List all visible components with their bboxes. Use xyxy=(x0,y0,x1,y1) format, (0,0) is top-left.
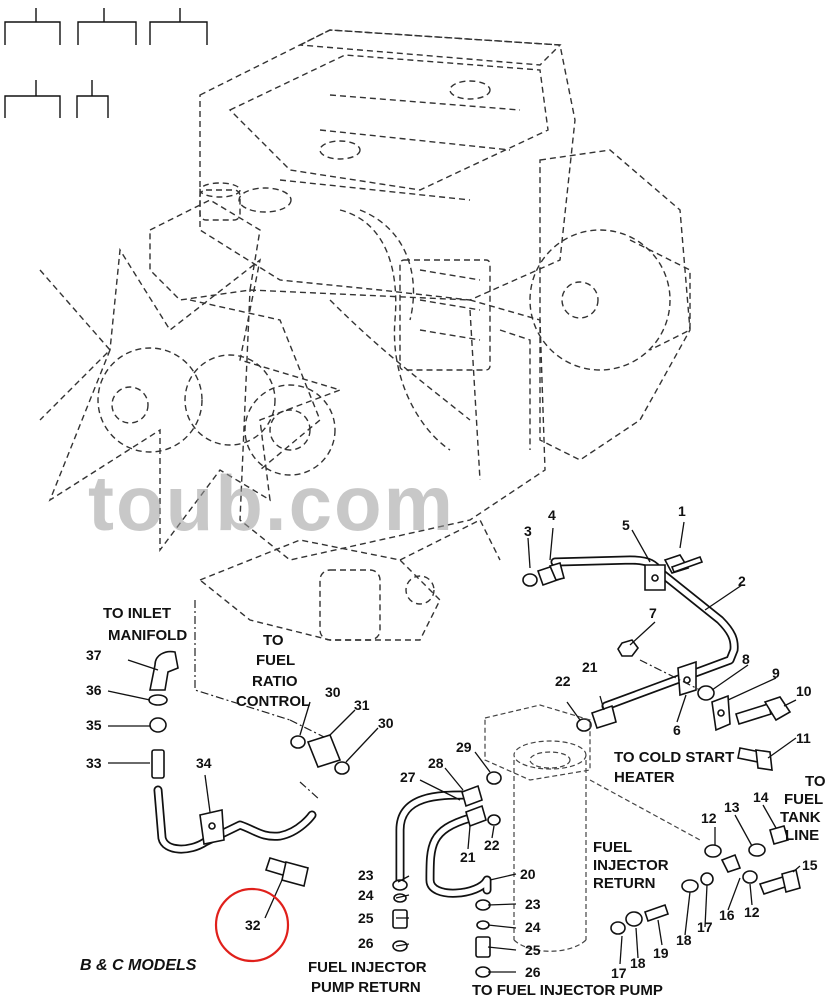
callout-37: 37 xyxy=(86,647,102,663)
svg-text:HEATER: HEATER xyxy=(614,769,675,786)
callout-29: 29 xyxy=(456,739,472,755)
svg-text:TANK: TANK xyxy=(780,809,821,826)
callout-32: 32 xyxy=(245,917,261,933)
callout-10: 10 xyxy=(796,683,812,699)
callout-26a: 26 xyxy=(358,935,374,951)
callout-26b: 26 xyxy=(525,964,541,980)
callout-34: 34 xyxy=(196,755,212,771)
callout-18a: 18 xyxy=(676,932,692,948)
callout-24a: 24 xyxy=(358,887,374,903)
leader-lines xyxy=(107,521,801,973)
svg-text:RATIO: RATIO xyxy=(252,673,298,690)
callout-28: 28 xyxy=(428,755,444,771)
svg-text:INJECTOR: INJECTOR xyxy=(593,857,669,874)
highlight-circle xyxy=(214,887,290,963)
callout-14: 14 xyxy=(753,789,769,805)
label-fuel-injector-return: FUEL INJECTOR RETURN xyxy=(593,839,669,892)
svg-text:TO: TO xyxy=(805,773,826,790)
header-brackets xyxy=(4,8,208,118)
svg-text:RETURN: RETURN xyxy=(593,875,656,892)
callout-30b: 30 xyxy=(378,715,394,731)
callout-22a: 22 xyxy=(555,673,571,689)
callout-17a: 17 xyxy=(697,919,713,935)
callout-1: 1 xyxy=(678,503,686,519)
label-models: B & C MODELS xyxy=(80,957,197,974)
label-to-inlet-manifold: TO INLET MANIFOLD xyxy=(103,605,187,644)
svg-text:LINE: LINE xyxy=(785,827,819,844)
engine-phantom xyxy=(39,29,691,641)
label-to-fuel-ratio-control: TO FUEL RATIO CONTROL xyxy=(236,632,310,710)
callout-27: 27 xyxy=(400,769,416,785)
callout-18b: 18 xyxy=(630,955,646,971)
callout-8: 8 xyxy=(742,651,750,667)
callout-35: 35 xyxy=(86,717,102,733)
callout-4: 4 xyxy=(548,507,556,523)
fuel-supply-line xyxy=(522,554,792,771)
callout-11: 11 xyxy=(796,730,811,746)
callout-25a: 25 xyxy=(358,910,374,926)
callout-24b: 24 xyxy=(525,919,541,935)
callout-7: 7 xyxy=(649,605,657,621)
callout-31: 31 xyxy=(354,697,370,713)
callout-6: 6 xyxy=(673,722,681,738)
callout-12b: 12 xyxy=(744,904,760,920)
callout-2: 2 xyxy=(738,573,746,589)
fuel-filter-phantom xyxy=(484,704,701,952)
callout-21b: 21 xyxy=(460,849,476,865)
callout-19: 19 xyxy=(653,945,669,961)
label-to-fuel-tank-line: TO FUEL TANK LINE xyxy=(780,773,826,844)
callout-33: 33 xyxy=(86,755,102,771)
svg-text:CONTROL: CONTROL xyxy=(236,693,310,710)
callout-3: 3 xyxy=(524,523,532,539)
callout-15: 15 xyxy=(802,857,818,873)
callout-20: 20 xyxy=(520,866,536,882)
callout-23a: 23 xyxy=(358,867,374,883)
svg-text:TO INLET: TO INLET xyxy=(103,605,171,622)
watermark: toub.com xyxy=(88,459,455,547)
svg-text:FUEL INJECTOR: FUEL INJECTOR xyxy=(308,959,427,976)
callout-13: 13 xyxy=(724,799,740,815)
svg-text:FUEL: FUEL xyxy=(256,652,295,669)
callout-21a: 21 xyxy=(582,659,598,675)
injector-pump-hoses xyxy=(392,771,502,978)
inlet-tube-assembly xyxy=(148,600,350,887)
svg-text:TO: TO xyxy=(263,632,284,649)
callout-25b: 25 xyxy=(525,942,541,958)
callout-9: 9 xyxy=(772,665,780,681)
callout-5: 5 xyxy=(622,517,630,533)
callout-30a: 30 xyxy=(325,684,341,700)
callout-23b: 23 xyxy=(525,896,541,912)
svg-text:FUEL: FUEL xyxy=(784,791,823,808)
svg-text:MANIFOLD: MANIFOLD xyxy=(108,627,187,644)
label-fuel-injector-pump-return: FUEL INJECTOR PUMP RETURN xyxy=(308,959,427,996)
callout-12a: 12 xyxy=(701,810,717,826)
callout-numbers: 1 2 3 4 5 6 7 8 9 10 11 12 13 14 15 16 1… xyxy=(86,503,818,981)
label-to-cold-start-heater: TO COLD START HEATER xyxy=(614,749,734,786)
fuel-return-assembly xyxy=(610,825,801,935)
label-to-fuel-injector-pump: TO FUEL INJECTOR PUMP xyxy=(472,982,663,997)
callout-36: 36 xyxy=(86,682,102,698)
svg-text:PUMP RETURN: PUMP RETURN xyxy=(311,979,421,996)
callout-16: 16 xyxy=(719,907,735,923)
callout-17b: 17 xyxy=(611,965,627,981)
svg-text:TO COLD START: TO COLD START xyxy=(614,749,734,766)
callout-22b: 22 xyxy=(484,837,500,853)
svg-text:FUEL: FUEL xyxy=(593,839,632,856)
